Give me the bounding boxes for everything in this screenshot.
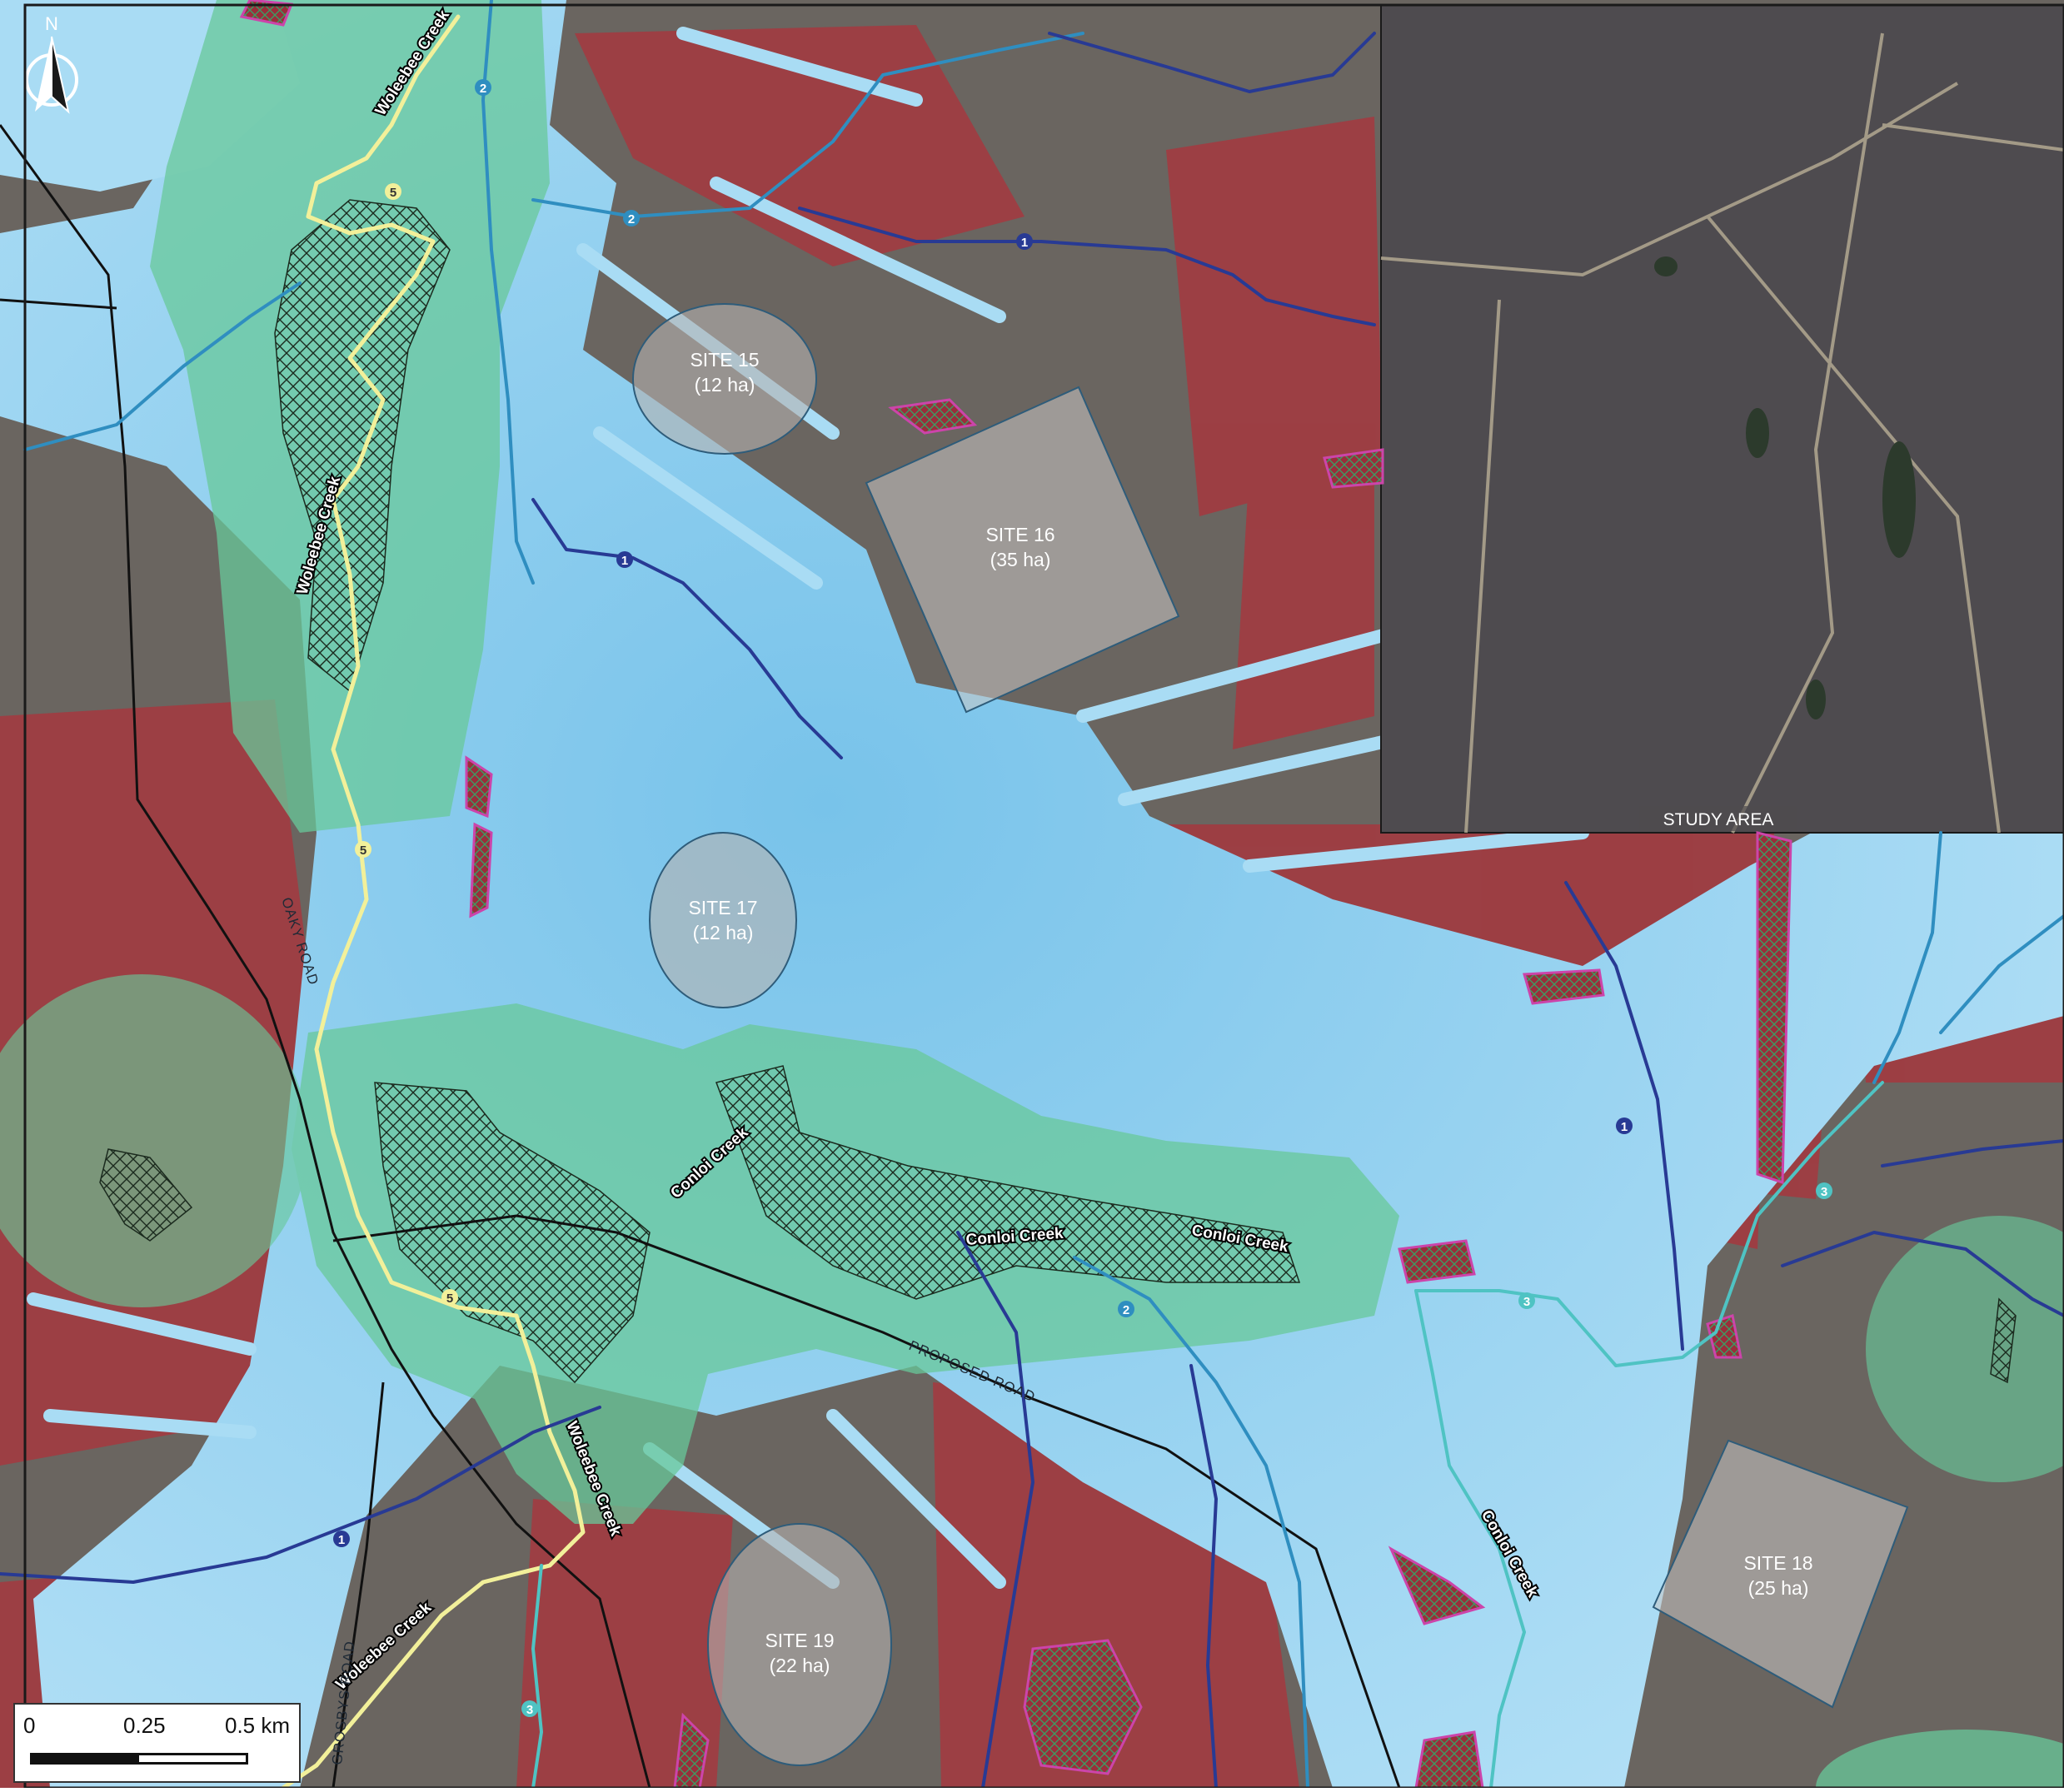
site-18-name: SITE 18 xyxy=(1743,1552,1812,1574)
order-label-1b: 1 xyxy=(1016,233,1033,250)
stream-order-1-north xyxy=(1048,32,1376,93)
stream-order-3-south-west xyxy=(531,1564,543,1790)
stream-order-1-south-c xyxy=(1189,1364,1218,1790)
order-label-1d: 1 xyxy=(333,1531,350,1547)
stream-order-1-south xyxy=(0,1406,601,1584)
svg-text:3: 3 xyxy=(1821,1185,1827,1199)
site-15-name: SITE 15 xyxy=(690,349,759,371)
order-label-5c: 5 xyxy=(441,1289,458,1306)
north-arrow-right-icon xyxy=(51,36,70,114)
svg-text:2: 2 xyxy=(480,82,486,96)
study-area-tracks xyxy=(1380,32,2064,834)
stream-order-3-conloi-south xyxy=(1414,1289,1526,1790)
svg-text:1: 1 xyxy=(1621,1120,1628,1134)
site-16-name: SITE 16 xyxy=(985,524,1054,545)
wetland-hatched-layer xyxy=(99,199,2017,1384)
site-17-name: SITE 17 xyxy=(688,897,757,918)
svg-text:1: 1 xyxy=(621,554,628,568)
stream-order-5-woleebee xyxy=(281,14,586,1790)
svg-text:2: 2 xyxy=(628,212,635,226)
svg-text:5: 5 xyxy=(446,1292,453,1306)
study-area-aerial xyxy=(1380,4,2064,834)
stream-order-labels: 5 5 5 2 2 2 1 1 1 1 3 3 3 xyxy=(333,79,1832,1717)
stream-order-1-site16 xyxy=(531,498,843,759)
order-label-2a: 2 xyxy=(475,79,491,96)
roads-layer xyxy=(0,124,1401,1789)
svg-text:3: 3 xyxy=(526,1703,533,1717)
svg-text:5: 5 xyxy=(390,186,396,200)
stream-order-1-east xyxy=(1564,881,1684,1351)
svg-text:1: 1 xyxy=(338,1533,345,1547)
stream-order-2-west-b xyxy=(23,281,302,451)
site-15[interactable]: SITE 15 (12 ha) xyxy=(632,303,817,455)
wetland-red-hatched-layer xyxy=(239,0,1792,1790)
scale-tick-0: 0 xyxy=(23,1713,36,1738)
study-area-label-box: STUDY AREA xyxy=(1639,806,1797,831)
site-19-area: (22 ha) xyxy=(770,1655,830,1676)
scale-bar: 0 0.25 0.5 km xyxy=(13,1703,301,1783)
site-15-area: (12 ha) xyxy=(695,374,755,396)
buffer-east xyxy=(1866,1216,2064,1482)
study-area-tree-clusters xyxy=(1654,256,1916,719)
north-arrow: N xyxy=(25,13,78,114)
order-label-3a: 3 xyxy=(1816,1182,1832,1199)
stream-order-2-east xyxy=(1872,831,1942,1084)
stream-order-1-east-b xyxy=(1781,1231,2064,1317)
site-16[interactable]: SITE 16 (35 ha) xyxy=(865,386,1180,714)
site-19[interactable]: SITE 19 (22 ha) xyxy=(707,1523,892,1766)
north-arrow-label: N xyxy=(45,13,58,34)
stream-order-1-far-east xyxy=(1881,1139,2064,1167)
proposed-road xyxy=(332,1214,1401,1789)
svg-text:5: 5 xyxy=(360,844,366,858)
order-label-3b: 3 xyxy=(1518,1292,1535,1309)
scale-bar-graphic xyxy=(30,1753,248,1765)
svg-text:1: 1 xyxy=(1021,236,1028,250)
order-label-3c: 3 xyxy=(521,1700,538,1717)
stream-order-1-south-b xyxy=(956,1231,1034,1790)
scale-tick-05: 0.5 km xyxy=(225,1713,291,1738)
site-18[interactable]: SITE 18 (25 ha) xyxy=(1652,1439,1909,1709)
buffer-west xyxy=(0,974,308,1307)
oaky-road xyxy=(0,124,651,1789)
order-label-5b: 5 xyxy=(355,841,371,858)
study-area-label: STUDY AREA xyxy=(1663,810,1774,829)
order-label-1c: 1 xyxy=(1616,1118,1633,1134)
site-19-name: SITE 19 xyxy=(765,1630,834,1651)
site-17-area: (12 ha) xyxy=(693,922,754,943)
north-arrow-left-icon xyxy=(35,37,52,112)
order-label-2c: 2 xyxy=(1118,1301,1134,1317)
order-label-5a: 5 xyxy=(385,183,401,200)
site-17[interactable]: SITE 17 (12 ha) xyxy=(649,832,797,1008)
stream-order-1-mid xyxy=(798,207,1376,326)
svg-text:2: 2 xyxy=(1123,1303,1129,1317)
stream-order-3-east xyxy=(1414,1081,1884,1367)
scale-tick-025: 0.25 xyxy=(123,1713,166,1738)
order-label-2b: 2 xyxy=(623,210,640,226)
stream-order-2-east-b xyxy=(1939,914,2064,1034)
stream-order-2-conloi xyxy=(1073,1256,1309,1790)
grosbys-road xyxy=(332,1381,385,1789)
svg-text:3: 3 xyxy=(1523,1295,1530,1309)
site-16-area: (35 ha) xyxy=(990,549,1051,570)
road-inset-edge xyxy=(0,298,117,310)
site-18-area: (25 ha) xyxy=(1748,1577,1809,1599)
order-label-1a: 1 xyxy=(616,551,633,568)
buffer-south-east xyxy=(1816,1730,2064,1792)
